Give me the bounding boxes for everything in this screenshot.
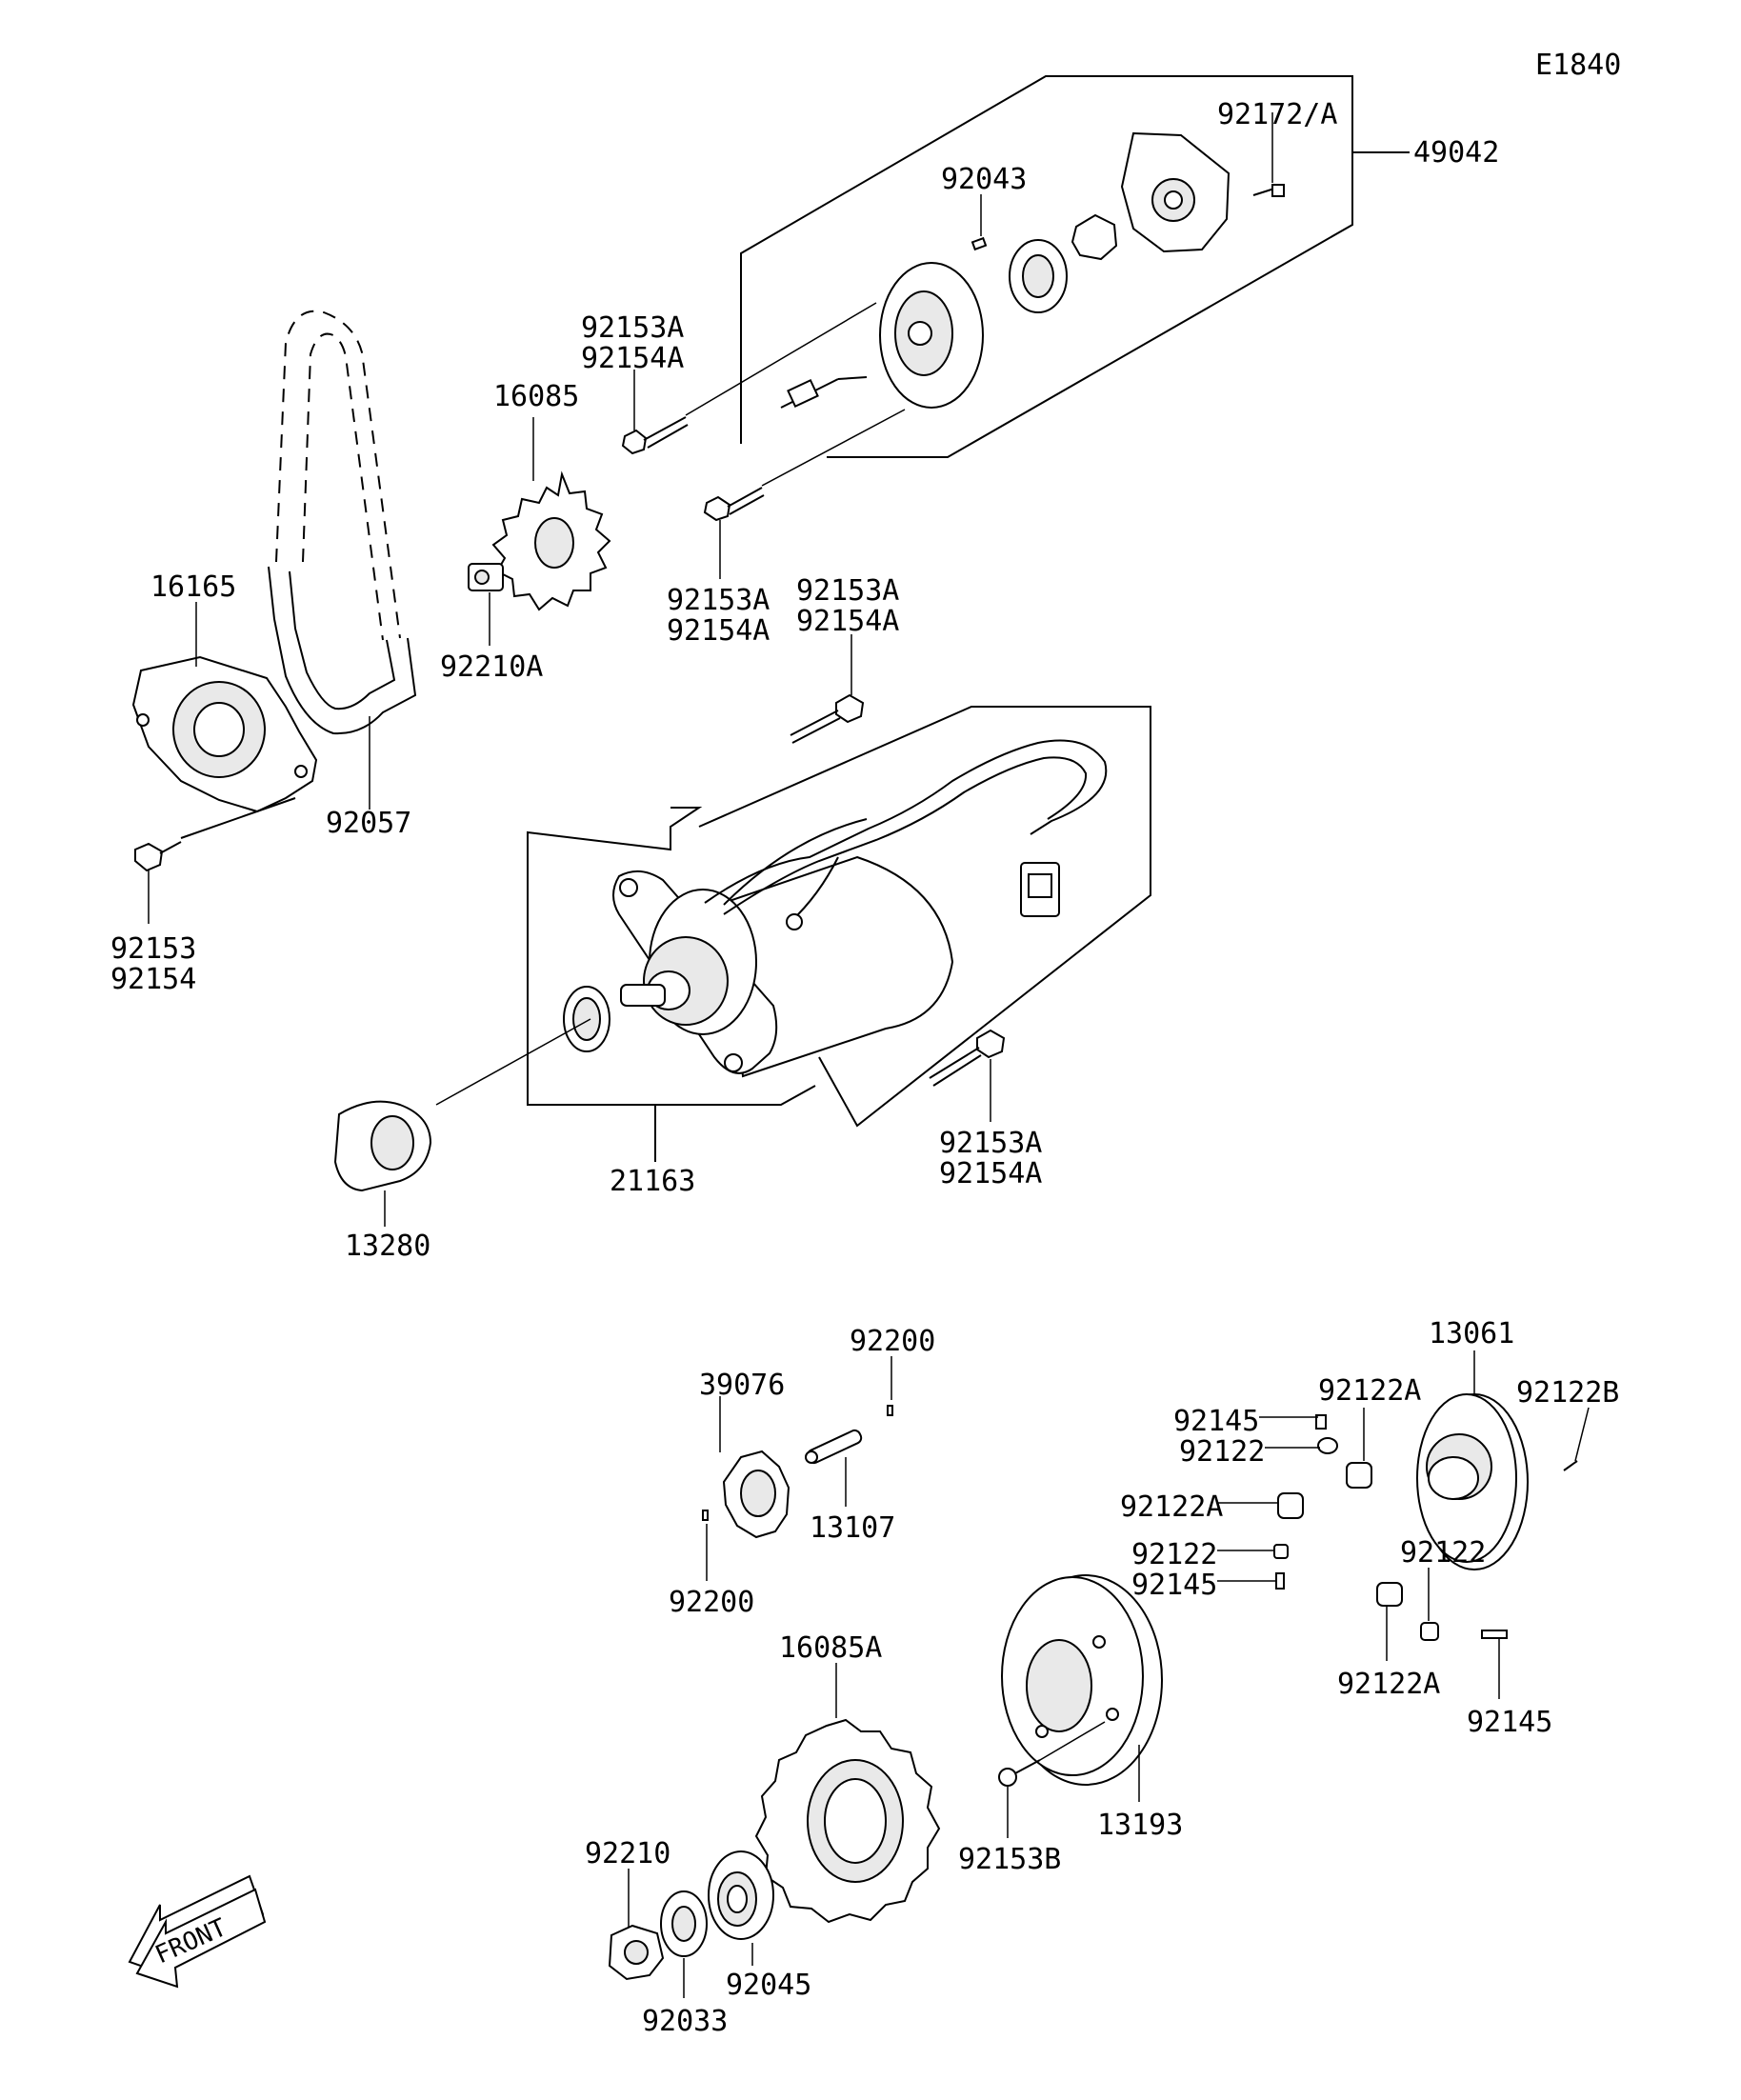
- kit-pin-92043: [971, 236, 988, 251]
- roller-92122a-bot: [1376, 1582, 1403, 1607]
- bearing-92045: [708, 1850, 774, 1940]
- kit-clutch-housing: [879, 262, 984, 409]
- bolt-92153a-top: [621, 416, 689, 455]
- bolt-92153a-mid: [703, 487, 765, 522]
- pin-92200-top: [887, 1405, 893, 1416]
- pin-92122b: [1563, 1460, 1578, 1471]
- label-13193: 13193: [1097, 1809, 1183, 1842]
- label-92145-top: 92145: [1173, 1405, 1259, 1438]
- bolt-92153: [134, 797, 296, 872]
- pin-92200-bot: [702, 1510, 709, 1521]
- label-92043: 92043: [941, 163, 1027, 196]
- sprocket-16085: [491, 470, 611, 611]
- label-21163: 21163: [610, 1165, 695, 1198]
- label-92153a-motor-top: 92153A: [796, 574, 899, 608]
- label-92057: 92057: [326, 807, 411, 840]
- roller-92122-right: [1420, 1622, 1439, 1641]
- label-92122-right: 92122: [1400, 1536, 1486, 1570]
- label-16085: 16085: [493, 380, 579, 413]
- label-92122-mid: 92122: [1131, 1538, 1217, 1571]
- label-92153: 92153: [110, 932, 196, 966]
- chain-92057: [268, 310, 417, 735]
- label-92154a-mid: 92154A: [667, 614, 770, 648]
- kit-one-way-clutch: [1009, 239, 1068, 313]
- label-92154a-motor-top: 92154A: [796, 605, 899, 638]
- idle-gear-39076: [722, 1450, 790, 1539]
- roller-92122-mid: [1273, 1544, 1289, 1559]
- kit-cam-nut: [1071, 213, 1118, 261]
- spring-92145-top: [1315, 1414, 1327, 1430]
- label-92122a-top: 92122A: [1318, 1374, 1421, 1408]
- label-92172a: 92172/A: [1217, 98, 1337, 131]
- nut-92210a: [468, 563, 504, 591]
- clutch-outer-13193: [1001, 1574, 1163, 1786]
- label-13107: 13107: [810, 1511, 895, 1545]
- bolt-92153a-motor-top: [790, 693, 865, 744]
- label-92033: 92033: [642, 2005, 728, 2038]
- bolt-92153a-motor-low: [929, 1029, 1006, 1087]
- label-92200-top: 92200: [850, 1325, 935, 1358]
- label-92122a-mid: 92122A: [1120, 1490, 1223, 1524]
- o-ring-starter: [563, 986, 610, 1052]
- spring-92145-bot: [1481, 1630, 1508, 1639]
- label-92210a: 92210A: [440, 650, 543, 684]
- gear-cap-13280: [333, 1100, 432, 1192]
- label-92210: 92210: [585, 1837, 670, 1870]
- gear-13061: [1416, 1393, 1529, 1570]
- kit-cover-plate: [1120, 131, 1231, 253]
- label-49042: 49042: [1413, 136, 1499, 170]
- nut-92210: [608, 1924, 665, 1981]
- label-92200-bot: 92200: [669, 1586, 754, 1619]
- label-92145-bot: 92145: [1467, 1706, 1552, 1739]
- label-92154a-low: 92154A: [939, 1157, 1042, 1190]
- label-92154: 92154: [110, 963, 196, 996]
- label-13280: 13280: [345, 1230, 430, 1263]
- label-92153a-low: 92153A: [939, 1127, 1042, 1160]
- label-13061: 13061: [1429, 1317, 1514, 1350]
- label-92153a-top: 92153A: [581, 311, 684, 345]
- label-92153b: 92153B: [958, 1843, 1061, 1876]
- label-16085a: 16085A: [779, 1631, 882, 1665]
- label-92045: 92045: [726, 1969, 811, 2002]
- label-39076: 39076: [699, 1369, 785, 1402]
- kit-screw-92172: [1252, 184, 1285, 197]
- bolt-92153b: [998, 1721, 1106, 1787]
- shaft-13107: [805, 1429, 863, 1465]
- label-92122a-bot: 92122A: [1337, 1668, 1440, 1701]
- starter-motor-21163: [612, 739, 1108, 1078]
- front-arrow-icon: FRONT: [128, 1874, 267, 1989]
- roller-92122a-mid: [1277, 1492, 1304, 1519]
- diagram-id-label: E1840: [1535, 49, 1621, 82]
- spring-92145-mid: [1275, 1572, 1285, 1590]
- label-92154a-top: 92154A: [581, 342, 684, 375]
- roller-92122a-top: [1346, 1462, 1372, 1489]
- gear-16085a: [754, 1718, 941, 1924]
- label-92122b: 92122B: [1516, 1376, 1619, 1410]
- roller-92122-top: [1317, 1437, 1338, 1454]
- label-92153a-mid: 92153A: [667, 584, 770, 617]
- label-16165: 16165: [150, 570, 236, 604]
- kit-shaft-bolt: [780, 376, 868, 409]
- starter-clutch-kit-group: [740, 75, 1410, 458]
- washer-92033: [660, 1890, 708, 1957]
- chain-guide-16165: [131, 655, 318, 813]
- label-92122-top: 92122: [1179, 1435, 1265, 1469]
- starter-motor-group: [527, 706, 1151, 1162]
- label-92145-mid: 92145: [1131, 1569, 1217, 1602]
